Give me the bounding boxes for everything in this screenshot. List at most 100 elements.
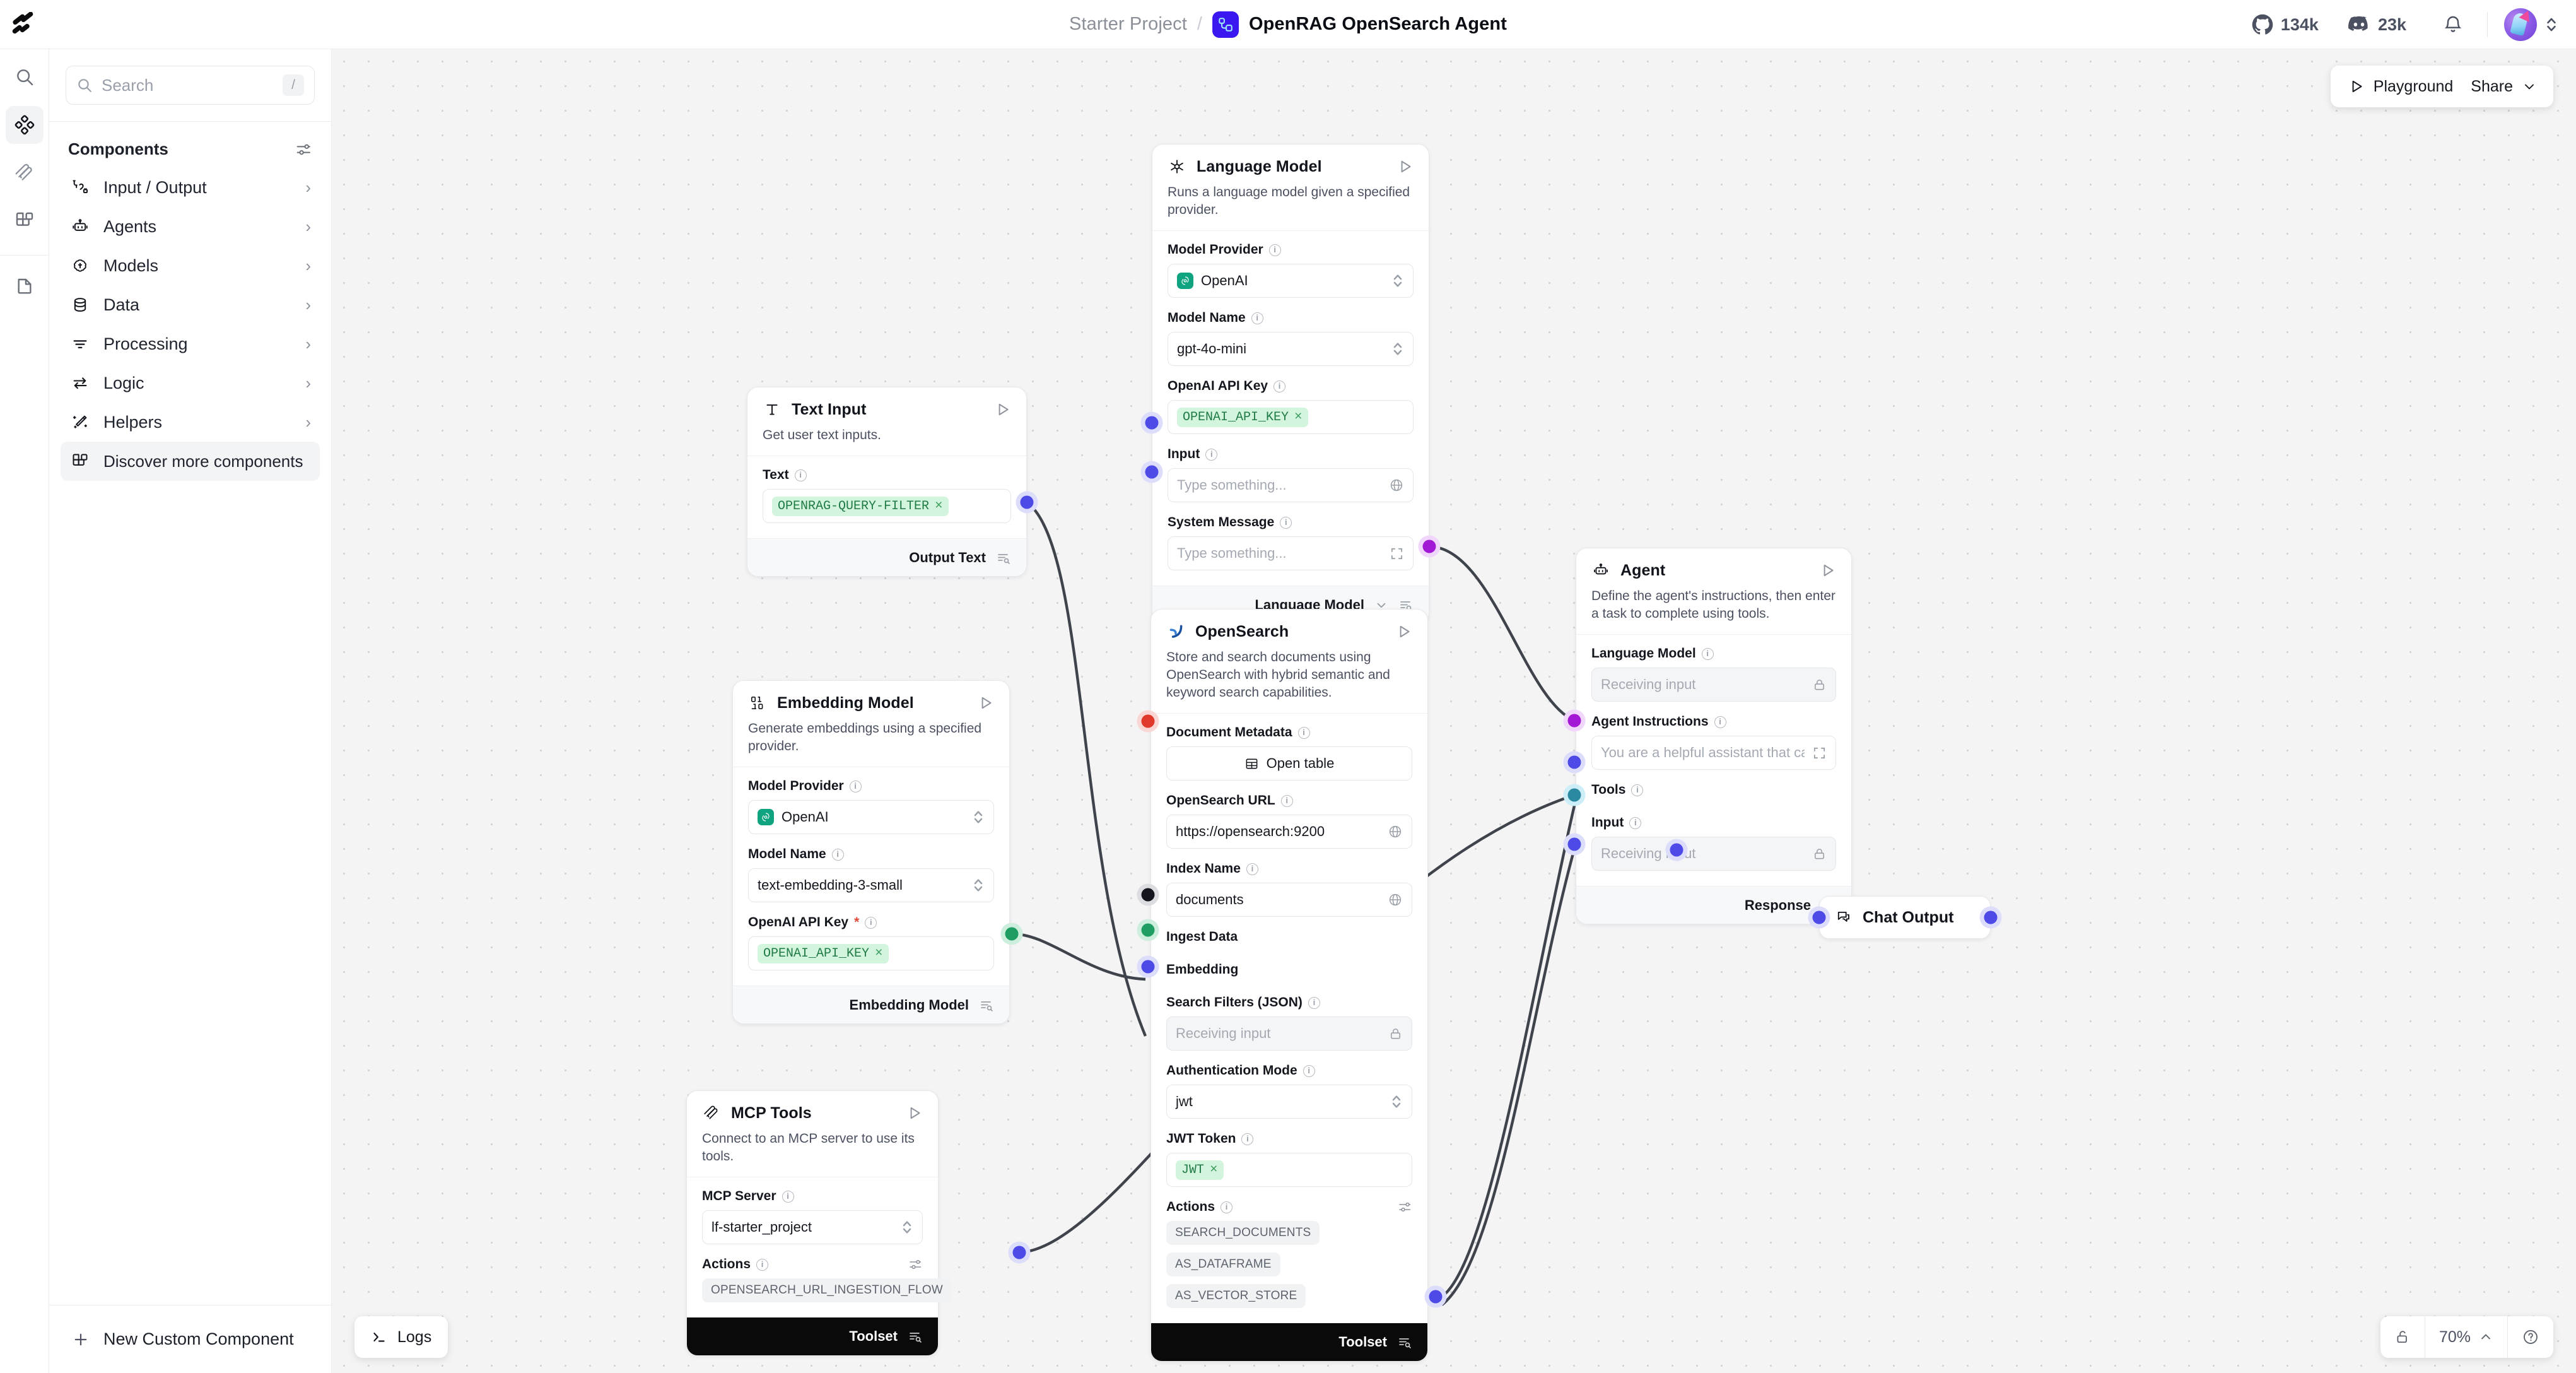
globe-icon[interactable] — [1389, 478, 1404, 493]
handle-language-model-system-message[interactable] — [1145, 465, 1159, 479]
rail-files-button[interactable] — [6, 267, 44, 305]
flow-canvas[interactable]: Text Input Get user text inputs. Text i … — [332, 49, 2576, 1373]
play-icon[interactable] — [1396, 623, 1412, 640]
play-icon[interactable] — [1820, 562, 1836, 579]
model-name-select[interactable]: text-embedding-3-small — [748, 868, 994, 903]
input-field[interactable]: Type something... — [1168, 468, 1414, 503]
info-icon[interactable]: i — [1205, 448, 1218, 461]
handle-opensearch-toolset-output[interactable] — [1429, 1290, 1443, 1304]
info-icon[interactable]: i — [1629, 816, 1642, 829]
info-icon[interactable]: i — [1303, 1064, 1315, 1077]
info-icon[interactable]: i — [782, 1190, 794, 1203]
rail-blocks-button[interactable] — [6, 202, 44, 240]
node-chat-output[interactable]: Chat Output — [1819, 896, 1991, 939]
rail-components-button[interactable] — [5, 106, 44, 144]
handle-chat-output-input[interactable] — [1812, 910, 1826, 924]
info-icon[interactable]: i — [865, 916, 877, 929]
rail-mcp-button[interactable] — [6, 154, 44, 192]
sidebar-item-data[interactable]: Data › — [61, 285, 320, 324]
handle-agent-tools-input[interactable] — [1567, 788, 1581, 802]
model-name-select[interactable]: gpt-4o-mini — [1168, 332, 1414, 367]
list-search-icon[interactable] — [979, 998, 994, 1013]
bell-icon[interactable] — [2435, 7, 2471, 42]
handle-chat-output-output[interactable] — [1984, 910, 1998, 924]
handle-agent-response-output[interactable] — [1670, 843, 1683, 857]
rail-search-button[interactable] — [6, 58, 44, 96]
chevron-updown-icon[interactable] — [2544, 16, 2558, 33]
sidebar-item-logic[interactable]: Logic › — [61, 363, 320, 403]
play-icon[interactable] — [906, 1105, 923, 1121]
handle-agent-instructions-input[interactable] — [1567, 755, 1581, 769]
sliders-icon[interactable] — [295, 141, 312, 158]
handle-language-model-input[interactable] — [1145, 416, 1159, 430]
system-message-field[interactable]: Type something... — [1168, 536, 1414, 571]
handle-opensearch-ingest-data[interactable] — [1141, 888, 1155, 902]
node-language-model[interactable]: Language Model Runs a language model giv… — [1152, 144, 1429, 625]
node-mcp-tools[interactable]: MCP Tools Connect to an MCP server to us… — [686, 1090, 952, 1357]
model-provider-select[interactable]: OpenAI — [748, 800, 994, 835]
node-embedding-model[interactable]: Embedding Model Generate embeddings usin… — [732, 680, 1010, 1025]
list-search-icon[interactable] — [908, 1329, 923, 1344]
handle-mcp-tools-toolset-output[interactable] — [1012, 1246, 1026, 1259]
action-pill[interactable]: AS_VECTOR_STORE — [1166, 1284, 1306, 1309]
api-key-input[interactable]: OPENAI_API_KEY × — [748, 936, 994, 971]
handle-agent-input[interactable] — [1567, 837, 1581, 851]
close-icon[interactable]: × — [1294, 410, 1303, 425]
lock-canvas-button[interactable] — [2380, 1316, 2425, 1358]
info-icon[interactable]: i — [849, 780, 862, 793]
breadcrumb-flow-name[interactable]: OpenRAG OpenSearch Agent — [1248, 14, 1507, 34]
mcp-server-select[interactable]: lf-starter_project — [702, 1210, 923, 1245]
info-icon[interactable]: i — [1714, 716, 1726, 728]
variable-chip[interactable]: OPENRAG-QUERY-FILTER × — [772, 496, 949, 516]
info-icon[interactable]: i — [831, 848, 844, 861]
index-name-input[interactable]: documents — [1166, 883, 1412, 917]
sidebar-item-helpers[interactable]: Helpers › — [61, 403, 320, 442]
info-icon[interactable]: i — [756, 1258, 769, 1271]
info-icon[interactable]: i — [1251, 312, 1263, 324]
agent-instructions-input[interactable]: You are a helpful assistant that can — [1591, 736, 1836, 770]
auth-mode-select[interactable]: jwt — [1166, 1085, 1412, 1119]
node-opensearch[interactable]: OpenSearch Store and search documents us… — [1150, 609, 1428, 1362]
opensearch-url-input[interactable]: https://opensearch:9200 — [1166, 815, 1412, 849]
jwt-token-input[interactable]: JWT × — [1166, 1153, 1412, 1187]
info-icon[interactable]: i — [1631, 784, 1644, 796]
search-input[interactable]: Search / — [66, 66, 315, 105]
info-icon[interactable]: i — [1308, 996, 1320, 1009]
info-icon[interactable]: i — [1246, 863, 1258, 875]
open-table-button[interactable]: Open table — [1166, 746, 1412, 781]
handle-text-input-output[interactable] — [1020, 495, 1034, 509]
variable-chip[interactable]: OPENAI_API_KEY × — [758, 943, 889, 963]
info-icon[interactable]: i — [1241, 1133, 1254, 1145]
list-search-icon[interactable] — [996, 550, 1011, 565]
zoom-level-button[interactable]: 70% — [2425, 1316, 2507, 1358]
share-button[interactable]: Share — [2464, 78, 2547, 96]
discord-members[interactable]: 23k — [2348, 15, 2406, 35]
text-value-input[interactable]: OPENRAG-QUERY-FILTER × — [763, 489, 1011, 524]
node-agent[interactable]: Agent Define the agent's instructions, t… — [1576, 548, 1852, 925]
api-key-input[interactable]: OPENAI_API_KEY × — [1168, 400, 1414, 435]
sidebar-item-input-output[interactable]: Input / Output › — [61, 168, 320, 207]
close-icon[interactable]: × — [935, 498, 943, 514]
playground-button[interactable]: Playground — [2337, 78, 2464, 96]
chevron-down-icon[interactable] — [1374, 598, 1388, 612]
handle-opensearch-search-filters[interactable] — [1141, 960, 1155, 974]
handle-agent-language-model-input[interactable] — [1567, 714, 1581, 728]
globe-icon[interactable] — [1388, 824, 1403, 839]
action-pill[interactable]: OPENSEARCH_URL_INGESTION_FLOW — [702, 1278, 952, 1303]
sliders-icon[interactable] — [1397, 1199, 1412, 1215]
handle-language-model-output[interactable] — [1422, 539, 1436, 553]
new-custom-component-button[interactable]: New Custom Component — [49, 1305, 331, 1373]
sidebar-item-processing[interactable]: Processing › — [61, 324, 320, 363]
info-icon[interactable]: i — [794, 469, 807, 481]
play-icon[interactable] — [995, 401, 1011, 418]
close-icon[interactable]: × — [1210, 1162, 1218, 1177]
sidebar-item-models[interactable]: Models › — [61, 246, 320, 285]
sidebar-item-discover-more[interactable]: Discover more components — [61, 442, 320, 481]
expand-icon[interactable] — [1812, 746, 1827, 760]
user-avatar[interactable] — [2504, 8, 2537, 41]
app-logo-button[interactable] — [0, 11, 49, 37]
help-button[interactable] — [2508, 1316, 2553, 1358]
info-icon[interactable]: i — [1221, 1201, 1233, 1213]
node-text-input[interactable]: Text Input Get user text inputs. Text i … — [747, 387, 1027, 577]
breadcrumb-project[interactable]: Starter Project — [1069, 14, 1187, 34]
